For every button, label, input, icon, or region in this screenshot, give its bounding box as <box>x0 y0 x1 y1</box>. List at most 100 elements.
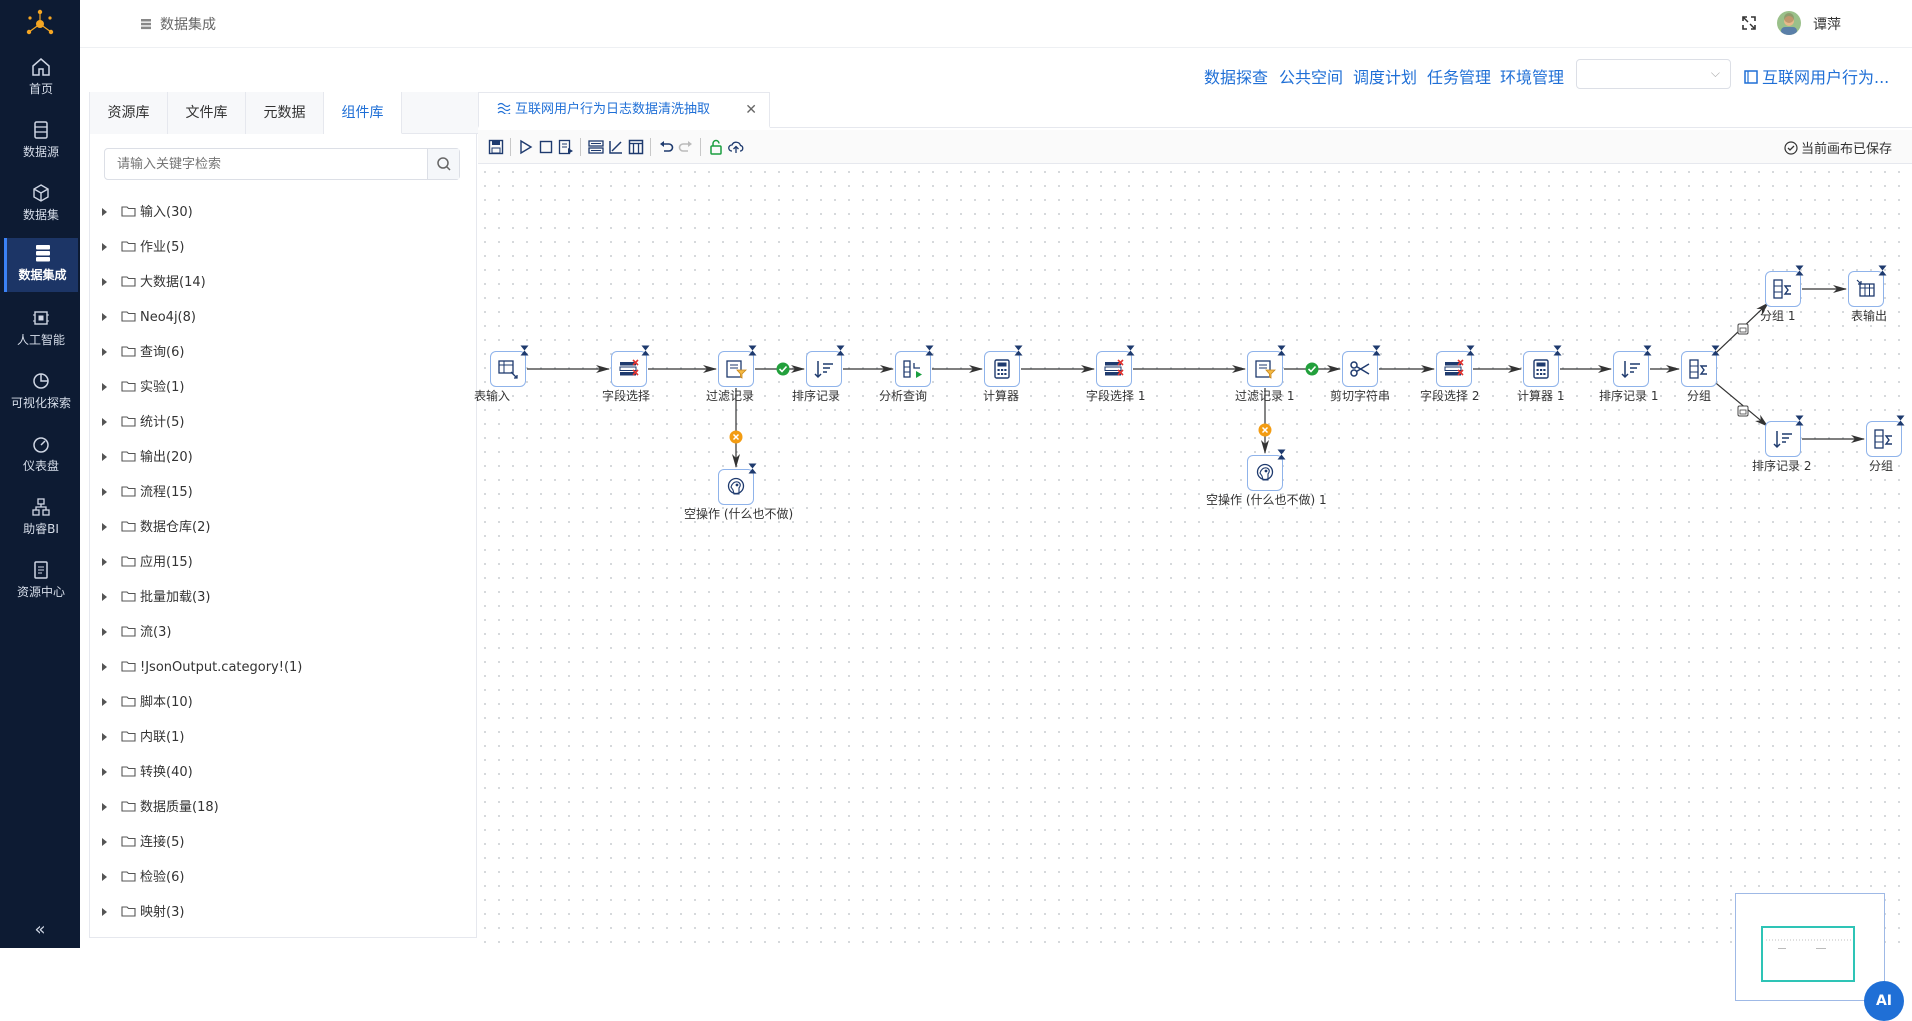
tree-item[interactable]: 查询(6) <box>98 338 184 368</box>
ai-assistant-button[interactable]: AI <box>1864 981 1904 1021</box>
close-icon[interactable]: ✕ <box>745 102 757 118</box>
link-schedule-plan[interactable]: 调度计划 <box>1353 68 1418 87</box>
search-button[interactable] <box>427 149 459 179</box>
sidebar-item-visual-explore[interactable]: 可视化探索 <box>4 366 78 424</box>
hourglass-icon <box>748 344 757 356</box>
tree-item[interactable]: 流(3) <box>98 618 171 648</box>
sidebar-item-data-integration[interactable]: 数据集成 <box>4 238 78 292</box>
search-input[interactable] <box>105 149 429 179</box>
stop-icon[interactable] <box>538 139 554 155</box>
flow-step[interactable] <box>1848 271 1884 307</box>
redo-icon[interactable] <box>678 139 694 155</box>
flow-step[interactable] <box>490 351 526 387</box>
sort-rows-icon <box>814 361 833 379</box>
flow-step[interactable] <box>1866 421 1902 457</box>
flow-step[interactable] <box>1436 351 1472 387</box>
link-public-space[interactable]: 公共空间 <box>1279 68 1344 87</box>
filter-rows-icon <box>726 360 747 379</box>
avatar[interactable] <box>1777 11 1801 35</box>
minimap[interactable] <box>1735 893 1885 1001</box>
tree-item[interactable]: 脚本(10) <box>98 688 193 718</box>
flow-canvas[interactable]: AI 表输入字段选择过滤记录空操作 (什么也不做)排序记录分析查询计算器字段选择… <box>474 165 1912 1021</box>
align-icon[interactable] <box>608 139 624 155</box>
waves-icon <box>497 102 511 116</box>
canvas-toolbar: 当前画布已保存 <box>478 130 1912 164</box>
hourglass-icon <box>1553 344 1562 356</box>
tree-item[interactable]: 应用(15) <box>98 548 193 578</box>
caret-right-icon <box>102 488 107 496</box>
flow-step[interactable] <box>718 351 754 387</box>
folder-icon <box>121 731 136 742</box>
link-data-explore[interactable]: 数据探查 <box>1204 68 1269 87</box>
flow-step[interactable] <box>1765 271 1801 307</box>
tree-item[interactable]: 转换(40) <box>98 758 193 788</box>
tree-item[interactable]: 连接(5) <box>98 828 184 858</box>
tree-item[interactable]: 流程(15) <box>98 478 193 508</box>
flow-step[interactable] <box>1096 351 1132 387</box>
tree-item[interactable]: 检验(6) <box>98 863 184 893</box>
tree-item-label: 流程(15) <box>140 485 193 500</box>
tree-item[interactable]: Neo4j(8) <box>98 303 196 333</box>
flow-step[interactable] <box>1342 351 1378 387</box>
divider <box>650 138 651 156</box>
flow-step-label: 计算器 1 <box>1517 389 1565 403</box>
env-select[interactable]: ⌵ <box>1576 59 1731 89</box>
divider <box>700 138 701 156</box>
tree-item[interactable]: 批量加载(3) <box>98 583 210 613</box>
distribute-icon[interactable] <box>628 139 644 155</box>
check-circle-icon <box>1784 141 1798 155</box>
flow-step[interactable] <box>1681 351 1717 387</box>
tree-item[interactable]: 映射(3) <box>98 898 184 928</box>
undo-icon[interactable] <box>658 139 674 155</box>
tree-item[interactable]: 输出(20) <box>98 443 193 473</box>
flow-step[interactable] <box>1765 421 1801 457</box>
flow-step[interactable] <box>1247 455 1283 491</box>
cloud-upload-icon[interactable] <box>728 139 744 155</box>
tab-component-library[interactable]: 组件库 <box>324 92 402 134</box>
tab-resource-library[interactable]: 资源库 <box>90 92 168 134</box>
tree-item[interactable]: 输入(30) <box>98 198 193 228</box>
user-name[interactable]: 谭萍 <box>1813 17 1841 33</box>
sidebar-item-home[interactable]: 首页 <box>4 52 78 110</box>
sidebar-item-ai[interactable]: 人工智能 <box>4 303 78 361</box>
sidebar-item-dashboard[interactable]: 仪表盘 <box>4 429 78 487</box>
sidebar-item-resource-center[interactable]: 资源中心 <box>4 555 78 613</box>
lock-icon[interactable] <box>708 139 724 155</box>
tree-item-label: Neo4j(8) <box>140 310 196 325</box>
breadcrumb-label: 数据集成 <box>160 17 216 33</box>
flow-step[interactable] <box>1247 351 1283 387</box>
flow-step[interactable] <box>806 351 842 387</box>
flow-step[interactable] <box>984 351 1020 387</box>
sidebar-item-datasource[interactable]: 数据源 <box>4 115 78 173</box>
run-icon[interactable] <box>518 139 534 155</box>
collapse-sidebar-button[interactable]: « <box>34 919 46 940</box>
save-icon[interactable] <box>488 139 504 155</box>
flow-step[interactable] <box>1523 351 1559 387</box>
flow-step[interactable] <box>1613 351 1649 387</box>
tree-item[interactable]: 作业(5) <box>98 233 184 263</box>
tab-file-library[interactable]: 文件库 <box>168 92 246 134</box>
tree-item[interactable]: 实验(1) <box>98 373 184 403</box>
flow-step[interactable] <box>895 351 931 387</box>
tree-item[interactable]: 内联(1) <box>98 723 184 753</box>
project-link-label: 互联网用户行为... <box>1762 68 1890 87</box>
tree-item[interactable]: 数据质量(18) <box>98 793 219 823</box>
layout-icon[interactable] <box>588 139 604 155</box>
tree-item-label: 数据仓库(2) <box>140 520 211 535</box>
project-link[interactable]: 互联网用户行为... <box>1744 64 1889 88</box>
tree-item[interactable]: 大数据(14) <box>98 268 206 298</box>
preview-icon[interactable] <box>558 139 574 155</box>
fullscreen-icon[interactable] <box>1740 14 1758 32</box>
tree-item[interactable]: 统计(5) <box>98 408 184 438</box>
sidebar-item-zhurui-bi[interactable]: 助睿BI <box>4 492 78 550</box>
flow-step[interactable] <box>718 469 754 505</box>
flow-hop[interactable] <box>1713 380 1769 427</box>
link-task-management[interactable]: 任务管理 <box>1427 68 1492 87</box>
tree-item[interactable]: !JsonOutput.category!(1) <box>98 653 302 683</box>
link-env-management[interactable]: 环境管理 <box>1500 68 1565 87</box>
tree-item[interactable]: 数据仓库(2) <box>98 513 210 543</box>
tab-metadata[interactable]: 元数据 <box>246 92 324 134</box>
flow-step[interactable] <box>611 351 647 387</box>
tab-transformation[interactable]: 互联网用户行为日志数据清洗抽取 ✕ <box>478 92 770 128</box>
sidebar-item-dataset[interactable]: 数据集 <box>4 178 78 236</box>
